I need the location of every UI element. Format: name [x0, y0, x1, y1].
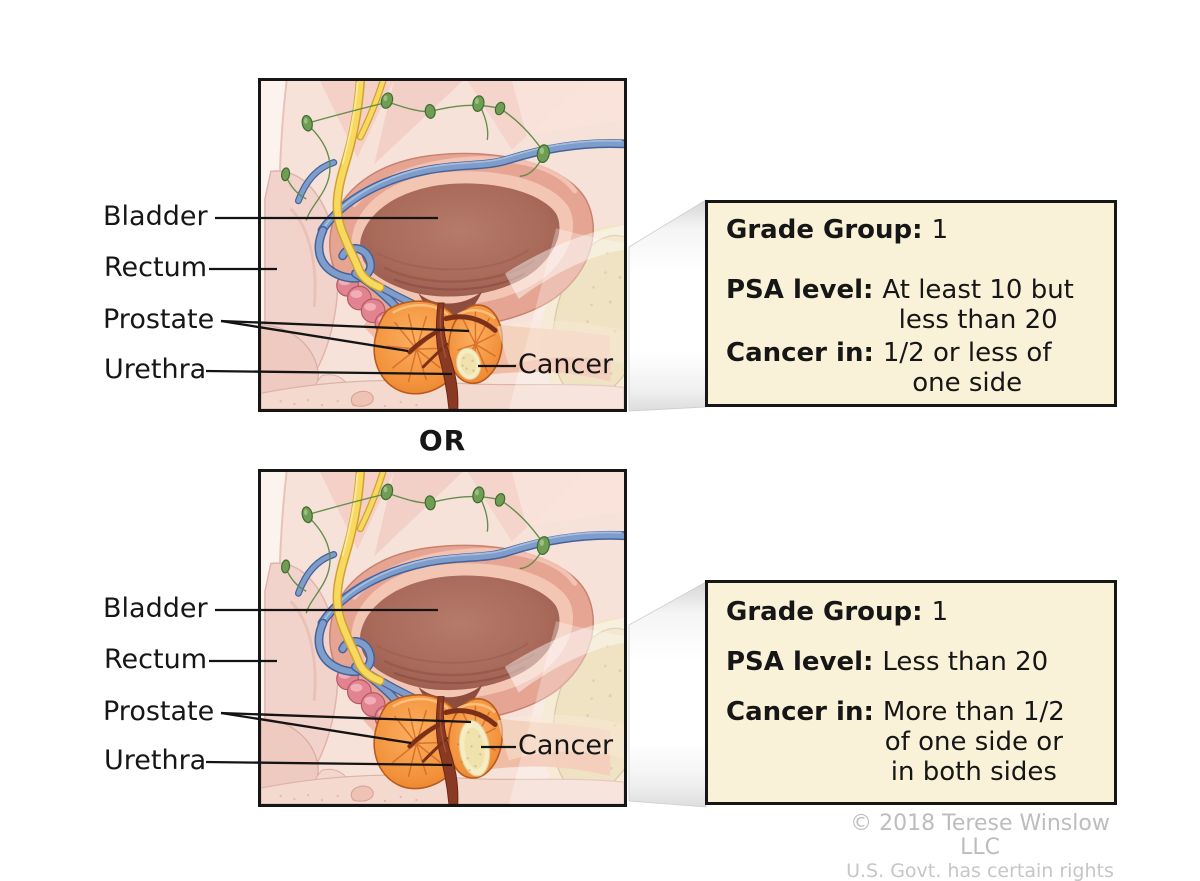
illustration-panel-2 — [258, 469, 627, 807]
label-urethra-1: Urethra — [104, 354, 207, 385]
grade-group-label: Grade Group: — [726, 597, 923, 627]
grade-group-value: 1 — [931, 597, 949, 627]
label-prostate-2: Prostate — [103, 696, 215, 727]
label-rectum-2: Rectum — [104, 644, 208, 675]
label-cancer-1: Cancer — [518, 349, 614, 380]
copyright-line-2: U.S. Govt. has certain rights — [846, 860, 1114, 881]
copyright-line-1: © 2018 Terese Winslow LLC — [850, 811, 1110, 860]
psa-level-row: PSA level: At least 10 but less than 20 — [726, 275, 1100, 335]
illustration-panel-1 — [258, 78, 627, 412]
cancer-in-value: More than 1/2 of one side or in both sid… — [882, 697, 1065, 787]
info-box-1: Grade Group: 1 PSA level: At least 10 bu… — [705, 200, 1117, 407]
psa-level-value: Less than 20 — [882, 647, 1049, 677]
copyright-notice: © 2018 Terese Winslow LLC U.S. Govt. has… — [840, 812, 1120, 881]
cancer-in-value: 1/2 or less of one side — [882, 338, 1052, 398]
psa-level-value: At least 10 but less than 20 — [882, 275, 1074, 335]
label-cancer-2: Cancer — [518, 730, 614, 761]
psa-level-label: PSA level: — [726, 647, 874, 677]
cancer-large — [458, 720, 491, 777]
cancer-small — [456, 347, 482, 380]
label-bladder-2: Bladder — [103, 593, 208, 624]
anatomy-drawing-2 — [261, 472, 624, 804]
psa-level-row: PSA level: Less than 20 — [726, 647, 1100, 677]
cancer-in-label: Cancer in: — [726, 697, 874, 727]
label-bladder-1: Bladder — [103, 201, 208, 232]
cancer-in-label: Cancer in: — [726, 338, 874, 368]
cancer-in-row: Cancer in: More than 1/2 of one side or … — [726, 697, 1100, 787]
grade-group-row: Grade Group: 1 — [726, 597, 1100, 627]
grade-group-row: Grade Group: 1 — [726, 215, 1100, 245]
anatomy-drawing-1 — [261, 81, 624, 409]
grade-group-value: 1 — [931, 215, 949, 245]
info-box-2: Grade Group: 1 PSA level: Less than 20 C… — [705, 580, 1117, 805]
psa-level-label: PSA level: — [726, 275, 874, 305]
label-rectum-1: Rectum — [104, 252, 208, 283]
label-urethra-2: Urethra — [104, 745, 207, 776]
funnel-2 — [628, 581, 707, 808]
label-prostate-1: Prostate — [103, 304, 215, 335]
grade-group-label: Grade Group: — [726, 215, 923, 245]
or-separator: OR — [418, 424, 467, 457]
funnel-1 — [628, 199, 707, 412]
cancer-in-row: Cancer in: 1/2 or less of one side — [726, 338, 1100, 398]
